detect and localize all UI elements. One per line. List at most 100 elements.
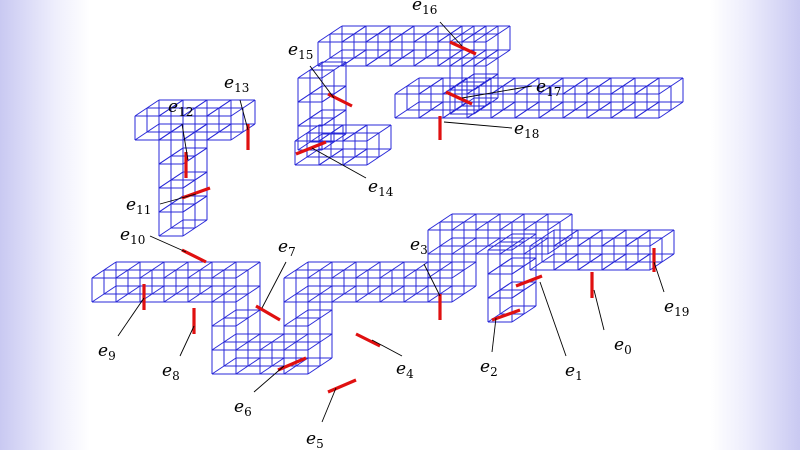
lattice-line	[170, 195, 184, 205]
lattice-line	[403, 293, 417, 303]
lattice-line	[502, 77, 516, 87]
lattice-line	[199, 261, 213, 271]
lattice-line	[406, 101, 420, 111]
leader-line-9	[117, 297, 145, 337]
lattice-line	[463, 213, 477, 223]
lattice-line	[367, 261, 381, 271]
lattice-line	[170, 123, 184, 133]
lattice-line	[511, 313, 525, 323]
lattice-line	[499, 305, 513, 315]
lattice-line	[565, 229, 579, 239]
lattice-line	[598, 101, 612, 111]
red-edge-4	[355, 332, 381, 348]
lattice-line	[297, 69, 311, 79]
lattice-line	[475, 221, 489, 231]
lattice-line	[199, 285, 213, 295]
lattice-line	[139, 269, 153, 279]
lattice-line	[194, 147, 208, 157]
lattice-line	[613, 229, 627, 239]
leader-line-0	[593, 289, 605, 331]
lattice-line	[378, 124, 392, 134]
lattice-line	[430, 101, 444, 111]
lattice-line	[329, 25, 343, 35]
lattice-line	[449, 57, 463, 67]
lattice-line	[461, 33, 475, 43]
lattice-line	[413, 57, 427, 67]
lattice-line	[625, 261, 639, 271]
lattice-line	[473, 33, 487, 43]
lattice-line	[353, 25, 367, 35]
lattice-line	[194, 123, 208, 133]
lattice-line	[451, 293, 465, 303]
leader-line-8	[179, 325, 195, 357]
lattice-line	[559, 213, 573, 223]
lattice-line	[401, 49, 415, 59]
lattice-line	[307, 269, 321, 279]
lattice-line	[235, 317, 249, 327]
lattice-line	[321, 117, 335, 127]
lattice-line	[283, 293, 297, 303]
lattice-line	[454, 77, 468, 87]
lattice-line	[463, 285, 477, 295]
lattice-line	[437, 57, 451, 67]
lattice-line	[449, 33, 463, 43]
lattice-line	[321, 141, 335, 151]
lattice-line	[658, 85, 672, 95]
label-leaders	[117, 21, 665, 423]
lattice-line	[271, 357, 285, 367]
lattice-line	[553, 261, 567, 271]
lattice-line	[589, 229, 603, 239]
leader-line-1	[539, 281, 567, 357]
lattice-line	[317, 33, 331, 43]
lattice-line	[309, 85, 323, 95]
lattice-line	[341, 33, 355, 43]
lattice-line	[670, 77, 684, 87]
lattice-line	[134, 107, 148, 117]
lattice-line	[661, 229, 675, 239]
lattice-line	[330, 148, 344, 158]
lattice-line	[283, 341, 297, 351]
lattice-line	[550, 77, 564, 87]
lattice-line	[187, 269, 201, 279]
lattice-line	[170, 99, 184, 109]
lattice-line	[283, 317, 297, 327]
lattice-line	[485, 49, 499, 59]
edge-labels: e0 e1 e2 e3 e4 e5 e6 e7 e8 e9 e10 e11 e1…	[98, 0, 689, 450]
red-edge-5	[327, 378, 357, 394]
lattice-line	[511, 289, 525, 299]
lattice-line	[577, 237, 591, 247]
lattice-line	[541, 253, 555, 263]
edge-label-3: e3	[410, 235, 428, 257]
lattice-line	[634, 109, 648, 119]
lattice-line	[218, 99, 232, 109]
lattice-line	[406, 77, 420, 87]
leader-line-12	[181, 123, 189, 161]
lattice-line	[403, 269, 417, 279]
lattice-line	[355, 293, 369, 303]
lattice-line	[319, 357, 333, 367]
lattice-line	[309, 109, 323, 119]
lattice-line	[601, 261, 615, 271]
lattice-line	[342, 132, 356, 142]
edge-label-19: e19	[664, 297, 689, 319]
lattice-line	[151, 285, 165, 295]
lattice-line	[235, 365, 249, 375]
lattice-line	[151, 261, 165, 271]
lattice-line	[259, 341, 273, 351]
edge-label-5: e5	[306, 429, 324, 450]
lattice-line	[354, 148, 368, 158]
lattice-line	[562, 85, 576, 95]
lattice-line	[553, 237, 567, 247]
lattice-line	[451, 221, 465, 231]
red-edge-16	[449, 40, 477, 56]
lattice-line	[271, 333, 285, 343]
lattice-line	[497, 25, 511, 35]
lattice-line	[367, 285, 381, 295]
lattice-line	[283, 269, 297, 279]
leader-line-4	[371, 339, 403, 357]
lattice-line	[439, 213, 453, 223]
lattice-line	[415, 261, 429, 271]
lattice-line	[637, 253, 651, 263]
edge-label-15: e15	[288, 40, 313, 62]
lattice-line	[577, 261, 591, 271]
